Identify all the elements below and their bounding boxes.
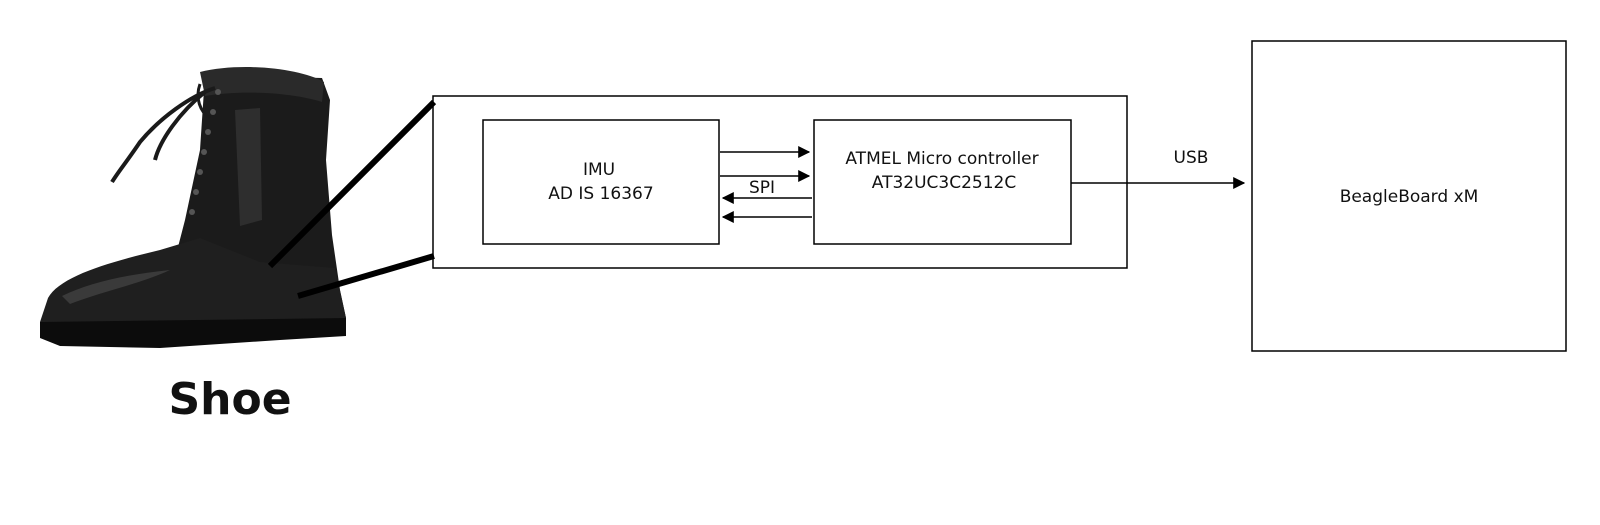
usb-label: USB bbox=[1174, 148, 1209, 168]
beagleboard-box bbox=[1251, 40, 1567, 352]
shoe-mount-line-lower bbox=[297, 253, 435, 299]
mcu-label-line1: ATMEL Micro controller bbox=[845, 149, 1038, 169]
imu-label-line2: AD IS 16367 bbox=[548, 184, 653, 204]
imu-label-line1: IMU bbox=[583, 160, 615, 180]
spi-label: SPI bbox=[749, 178, 775, 198]
beagleboard-label: BeagleBoard xM bbox=[1340, 187, 1479, 207]
imu-box bbox=[482, 119, 720, 245]
mcu-label-line2: AT32UC3C2512C bbox=[872, 173, 1016, 193]
boot-icon bbox=[40, 67, 346, 348]
shoe-mount-line-upper bbox=[267, 99, 437, 269]
sensor-module-box bbox=[432, 95, 1128, 269]
shoe-label: Shoe bbox=[168, 374, 291, 425]
mcu-box bbox=[813, 119, 1072, 245]
